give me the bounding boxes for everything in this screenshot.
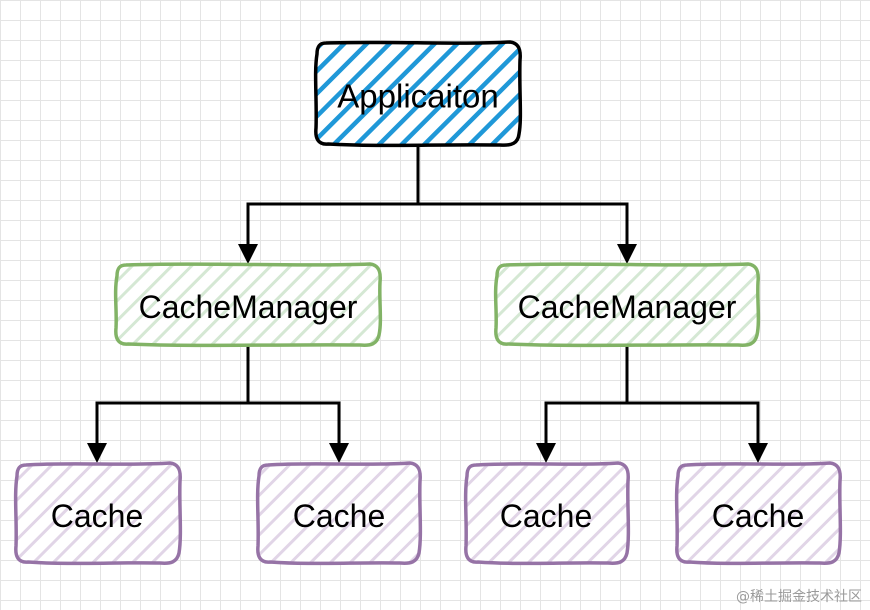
- node-application: Applicaiton: [313, 40, 523, 148]
- node-cache-1: Cache: [13, 461, 183, 566]
- edge-manager-left-to-cache-2: [248, 401, 341, 450]
- node-cache-3-border: [463, 461, 631, 566]
- edge-manager-right-to-cache-4: [627, 401, 760, 450]
- arrowhead-manager-left: [238, 244, 258, 264]
- node-cache-2-border: [255, 461, 423, 566]
- edge-manager-left-to-cache-1: [95, 345, 250, 450]
- node-cache-2: Cache: [255, 461, 423, 566]
- arrowhead-cache-3: [536, 443, 556, 463]
- arrowhead-cache-1: [87, 443, 107, 463]
- node-cache-2-label: Cache: [293, 498, 386, 534]
- edge-root-to-manager-left: [246, 145, 420, 250]
- node-cache-manager-right-label: CacheManager: [518, 289, 737, 325]
- edge-root-to-manager-right: [418, 202, 629, 250]
- node-cache-4-label: Cache: [712, 498, 805, 534]
- arrowhead-cache-4: [748, 443, 768, 463]
- node-cache-1-label: Cache: [51, 498, 144, 534]
- node-application-label: Applicaiton: [337, 78, 498, 115]
- node-cache-3: Cache: [463, 461, 631, 566]
- node-cache-manager-left-label: CacheManager: [139, 289, 358, 325]
- node-cache-1-border: [13, 461, 183, 566]
- node-cache-4: Cache: [674, 461, 843, 566]
- node-cache-manager-left: CacheManager: [113, 262, 383, 348]
- node-cache-3-label: Cache: [500, 498, 593, 534]
- node-cache-manager-right: CacheManager: [493, 262, 761, 348]
- node-cache-4-border: [674, 461, 843, 566]
- arrowhead-cache-2: [329, 443, 349, 463]
- watermark-text: @稀土掘金技术社区: [736, 589, 862, 605]
- edges: [95, 145, 760, 450]
- node-cache-manager-right-border: [493, 262, 761, 348]
- node-application-border: [313, 40, 523, 148]
- edge-manager-right-to-cache-3: [544, 345, 629, 450]
- node-cache-manager-left-border: [113, 262, 383, 348]
- arrowhead-manager-right: [617, 244, 637, 264]
- arrowheads: [87, 244, 768, 463]
